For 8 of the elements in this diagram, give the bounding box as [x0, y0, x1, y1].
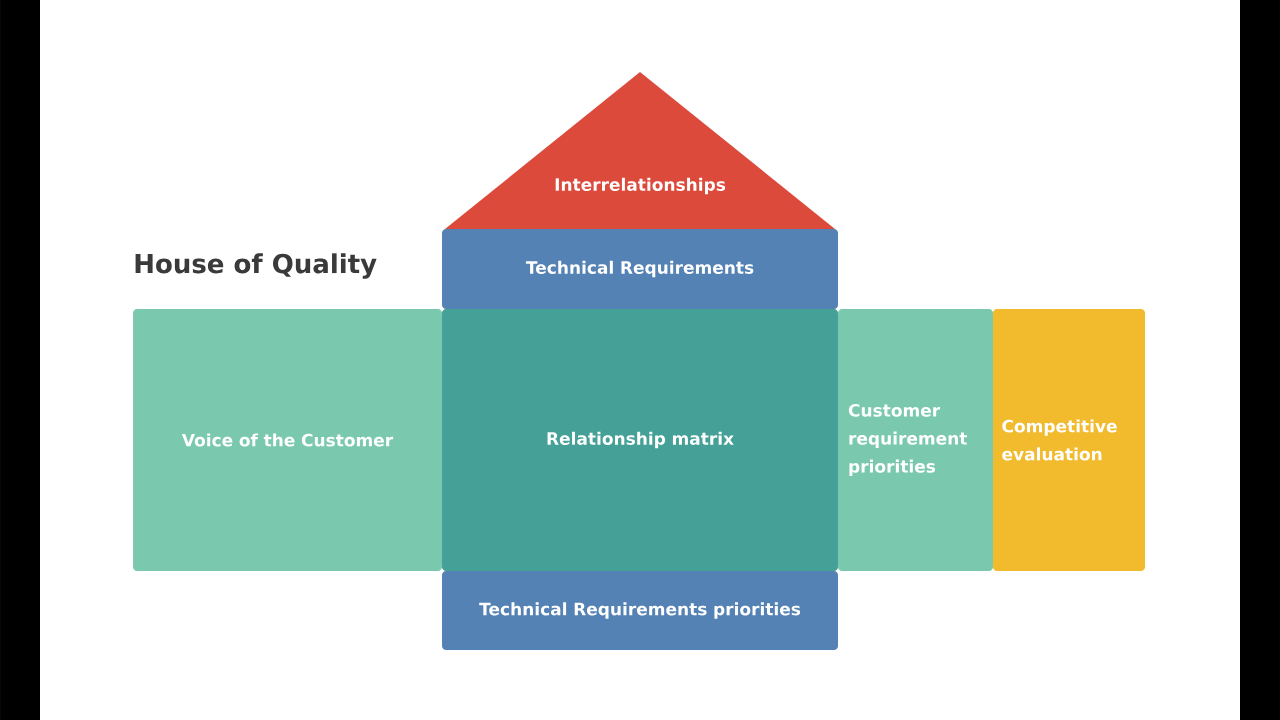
diagram-title: House of Quality	[135, 253, 377, 279]
matrix-box: Relationship matrix	[442, 309, 838, 571]
roof-triangle: Interrelationships	[445, 72, 835, 229]
band-section: Customer requirement priorities	[838, 309, 993, 571]
evaluation-box: Competitive evaluation	[993, 309, 1145, 571]
band-section: Voice of the Customer	[133, 309, 442, 571]
header-box: Technical Requirements	[442, 229, 838, 309]
footer-box: Technical Requirements priorities	[442, 571, 838, 650]
